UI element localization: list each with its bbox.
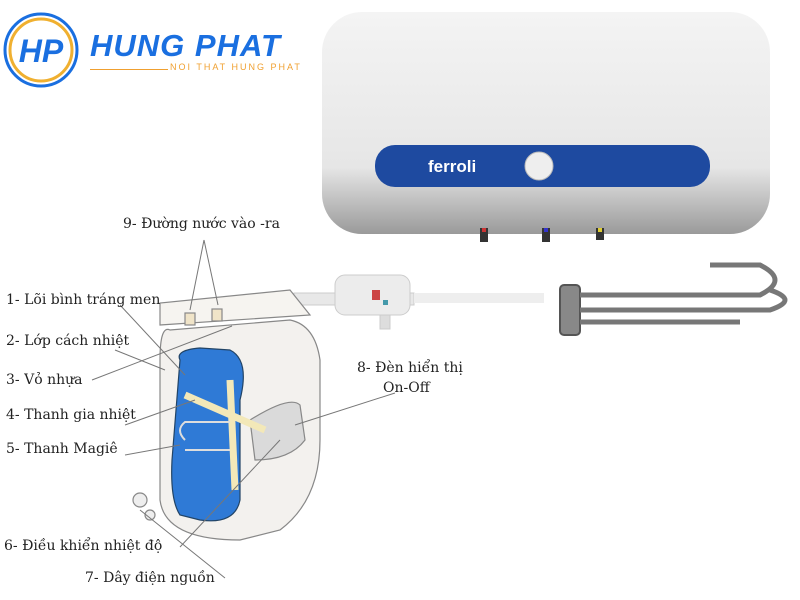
label-insulation: 2- Lớp cách nhiệt xyxy=(6,333,130,349)
label-heating-rod: 4- Thanh gia nhiệt xyxy=(6,407,136,423)
hung-phat-logo-mark: HP xyxy=(3,12,79,88)
label-power-cord: 7- Dây điện nguồn xyxy=(85,570,215,586)
label-on-off: On-Off xyxy=(383,380,430,396)
logo-divider xyxy=(90,69,168,70)
svg-text:HP: HP xyxy=(19,33,64,69)
label-indicator-light: 8- Đèn hiển thị xyxy=(357,360,463,376)
water-heater-tank xyxy=(322,12,770,242)
tank-cutaway xyxy=(132,289,321,541)
leader-lines xyxy=(91,239,396,579)
logo-name: HUNG PHAT xyxy=(90,28,281,63)
heating-element xyxy=(559,262,788,336)
logo-tagline: NOI THAT HUNG PHAT xyxy=(170,62,302,72)
power-plug-rcd xyxy=(293,274,544,330)
label-magnesium-rod: 5- Thanh Magiê xyxy=(6,441,118,457)
label-enamel-core: 1- Lõi bình tráng men xyxy=(6,292,161,308)
label-thermostat: 6- Điều khiển nhiệt độ xyxy=(4,538,163,554)
brand-label: ferroli xyxy=(428,157,477,176)
label-water-inlet-outlet: 9- Đường nước vào -ra xyxy=(123,216,280,232)
label-plastic-shell: 3- Vỏ nhựa xyxy=(6,372,83,388)
